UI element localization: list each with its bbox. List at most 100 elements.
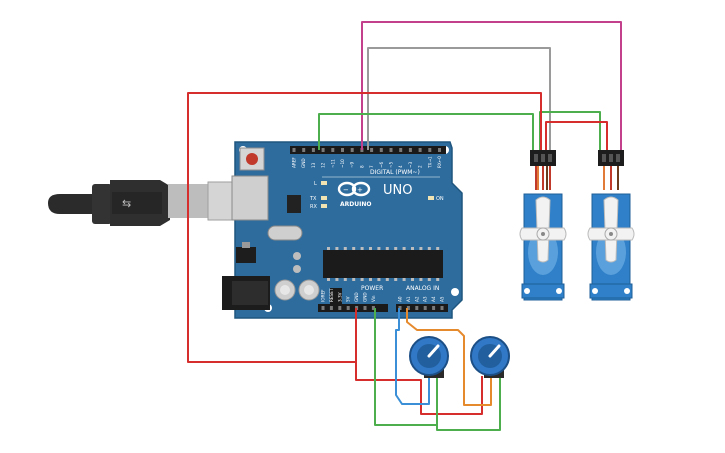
analog-pin-label: A1	[406, 296, 411, 302]
usb-cable[interactable]: ⇆	[48, 180, 263, 226]
wire-green-gnd-servos[interactable]	[318, 113, 534, 152]
wire-green-gnd-pots[interactable]	[374, 308, 501, 431]
digital-pin-label: ~3	[408, 161, 413, 168]
digital-pin-label: ~5	[389, 161, 394, 168]
potentiometer-2[interactable]	[470, 336, 510, 378]
power-header	[318, 304, 388, 312]
digital-pin-label: ~6	[379, 161, 384, 168]
digital-pin-label: GND	[301, 158, 306, 168]
wires	[187, 21, 622, 431]
digital-pin[interactable]	[379, 148, 383, 152]
wire-red-5v-pots[interactable]	[355, 362, 483, 415]
digital-pin[interactable]	[408, 148, 412, 152]
svg-text:⇆: ⇆	[122, 197, 131, 210]
power-pin[interactable]	[346, 306, 350, 310]
power-pin-label: GND	[354, 292, 359, 302]
led-on	[428, 196, 434, 200]
potentiometer-1[interactable]	[409, 336, 449, 378]
digital-pin[interactable]	[321, 148, 325, 152]
servo-1[interactable]	[519, 150, 567, 301]
led-tx	[321, 196, 327, 200]
reset-button[interactable]	[239, 147, 265, 171]
power-pin[interactable]	[338, 306, 342, 310]
analog-pin-label: A3	[423, 296, 428, 302]
analog-pin[interactable]	[406, 306, 410, 310]
led-rx-label: RX	[310, 204, 317, 210]
digital-pin[interactable]	[341, 148, 344, 152]
wire-magenta-pin9-servo2[interactable]	[361, 21, 622, 152]
analog-pin-label: A2	[414, 296, 419, 302]
digital-pin-label: 2	[418, 165, 423, 168]
svg-text:+: +	[357, 186, 363, 194]
power-pin[interactable]	[371, 306, 375, 310]
led-on-label: ON	[436, 196, 444, 202]
arduino-logo-icon: − +	[337, 181, 371, 197]
digital-pin-label: 12	[321, 162, 326, 168]
atmega-chip	[323, 247, 443, 281]
digital-pin[interactable]	[438, 148, 441, 152]
wire-blue-pot1-wiper[interactable]	[395, 308, 430, 405]
power-pin-label: GND	[363, 292, 368, 302]
board-brand: UNO	[383, 183, 412, 198]
analog-header	[396, 304, 448, 312]
digital-header-label: DIGITAL (PWM~)	[370, 169, 420, 176]
usb-port	[231, 175, 269, 221]
power-pin-label: Vin	[371, 295, 376, 302]
power-pin-label: 3.3V	[337, 292, 342, 302]
digital-pin[interactable]	[389, 148, 393, 152]
analog-pin-label: A0	[398, 296, 403, 302]
crystal	[267, 225, 303, 241]
servo-2[interactable]	[587, 150, 635, 301]
digital-pin-label: TX→1	[427, 156, 432, 169]
digital-pin[interactable]	[331, 148, 335, 152]
arduino-logo-text: ARDUINO	[340, 201, 371, 208]
analog-pin-label: A4	[431, 296, 436, 302]
digital-pin[interactable]	[370, 148, 374, 152]
wire-orange-a1-pot2[interactable]	[406, 308, 492, 406]
digital-pin[interactable]	[302, 148, 306, 152]
digital-pin-label: 8	[359, 165, 364, 168]
digital-pin[interactable]	[311, 148, 315, 152]
power-pin-label: 5V	[346, 296, 351, 302]
analog-pin[interactable]	[423, 306, 427, 310]
servo-horn-icon	[587, 196, 635, 263]
digital-pin[interactable]	[350, 148, 354, 152]
servo-horn-icon	[519, 196, 567, 263]
voltage-regulator	[236, 247, 256, 263]
digital-pin[interactable]	[399, 148, 403, 152]
power-header-label: POWER	[361, 285, 383, 292]
power-pin-label: RESET	[329, 288, 334, 302]
capacitors	[274, 279, 320, 301]
power-pin[interactable]	[329, 306, 333, 310]
analog-pin[interactable]	[415, 306, 419, 310]
power-jack[interactable]	[222, 276, 270, 310]
wire-gray-pin8-servo1[interactable]	[367, 47, 551, 152]
analog-header-label: ANALOG IN	[406, 285, 439, 292]
digital-pin-label: AREF	[292, 157, 297, 168]
digital-pin[interactable]	[292, 148, 296, 152]
digital-pin-label: RX←0	[437, 156, 442, 168]
icsp-header	[330, 288, 342, 306]
led-tx-label: TX	[309, 196, 317, 202]
digital-pin-label: 7	[369, 165, 374, 168]
power-pin[interactable]	[321, 306, 325, 310]
power-pin[interactable]	[363, 306, 367, 310]
analog-pin[interactable]	[432, 306, 436, 310]
digital-pin-label: ~9	[350, 161, 355, 168]
usb-chip	[287, 195, 301, 213]
digital-pin-label: ~10	[340, 159, 345, 168]
wire-red-5v-servos[interactable]	[187, 92, 542, 363]
digital-pin-label: 4	[398, 165, 403, 168]
digital-pin[interactable]	[418, 148, 422, 152]
led-l-label: L	[314, 181, 317, 187]
led-rx	[321, 204, 327, 208]
power-pin-label: IOREF	[321, 289, 326, 302]
digital-pin[interactable]	[428, 148, 432, 152]
digital-pin-label: 13	[311, 162, 316, 168]
analog-pin[interactable]	[440, 306, 444, 310]
wire-red-servo-to-servo[interactable]	[545, 121, 608, 152]
